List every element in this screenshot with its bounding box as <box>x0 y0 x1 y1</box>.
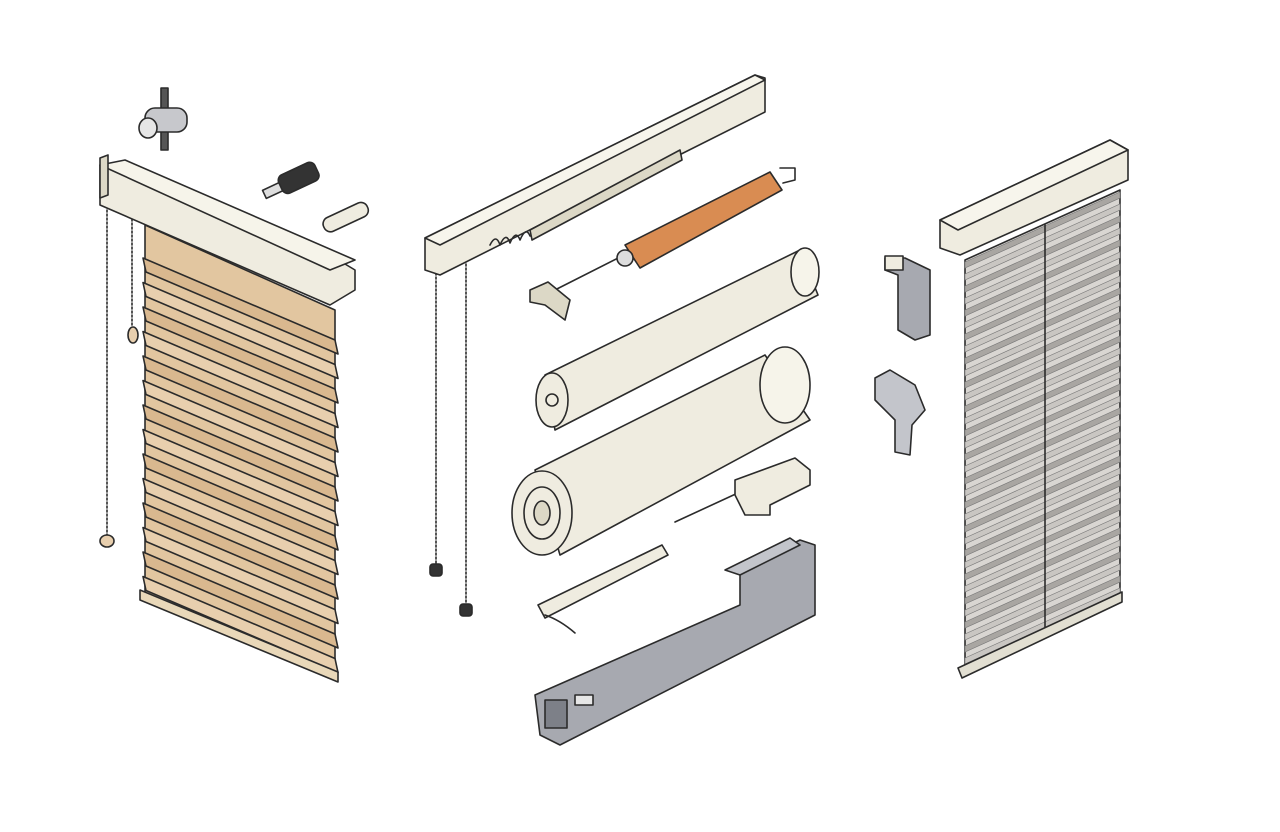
pleat <box>964 407 1121 485</box>
gray-bracket <box>534 539 816 746</box>
connector <box>261 161 320 200</box>
chain-weight <box>429 563 443 577</box>
pleat <box>964 503 1121 581</box>
pleat <box>964 263 1121 341</box>
pleat <box>964 467 1121 545</box>
pleat <box>964 479 1121 557</box>
slat <box>142 404 339 502</box>
pleat <box>964 311 1121 389</box>
pleat <box>964 383 1121 461</box>
slat <box>142 281 339 380</box>
end-cap <box>99 154 109 199</box>
pleat <box>964 443 1121 521</box>
slat <box>142 502 339 600</box>
slat <box>142 526 339 625</box>
pleat <box>964 491 1121 569</box>
chain-weight <box>459 603 473 617</box>
pleat <box>964 227 1121 305</box>
bracket-top <box>724 537 801 576</box>
pin <box>674 491 741 523</box>
hardware-pieces <box>138 87 370 233</box>
pleat <box>964 419 1121 497</box>
pleat-panel <box>964 189 1121 671</box>
slat <box>142 477 339 576</box>
pleat <box>964 395 1121 473</box>
pleat <box>964 215 1121 293</box>
pleat <box>964 347 1121 425</box>
slat <box>142 379 339 478</box>
pleat <box>964 371 1121 449</box>
headrail-top <box>939 139 1129 231</box>
pleat <box>964 563 1121 641</box>
rod <box>544 251 631 296</box>
pleat <box>964 527 1121 605</box>
pleat <box>964 299 1121 377</box>
bottom-bar <box>537 544 669 619</box>
gear <box>616 249 634 267</box>
bracket-end <box>544 699 568 729</box>
idle-end <box>734 457 811 516</box>
roll-end <box>759 346 811 424</box>
cord-tassel <box>99 534 115 548</box>
roll-spiral <box>535 372 569 428</box>
pleat <box>964 239 1121 317</box>
headrail-top <box>99 159 356 271</box>
pleat <box>964 575 1121 653</box>
roll-core <box>533 500 551 526</box>
bracket-clip <box>529 281 571 321</box>
pleat <box>964 251 1121 329</box>
pleat <box>964 287 1121 365</box>
mounting-clip <box>874 369 926 456</box>
bottom-rail <box>139 589 339 683</box>
roll-core <box>545 393 559 407</box>
bracket-slot <box>574 694 594 706</box>
pleat <box>964 275 1121 353</box>
pleat <box>964 323 1121 401</box>
top-rail-face <box>424 74 766 246</box>
pleat <box>964 191 1121 269</box>
roller-tube <box>624 171 783 269</box>
spring <box>489 231 531 246</box>
tilt-cap <box>138 117 158 139</box>
end-plug <box>322 201 370 233</box>
bar-string <box>544 614 576 634</box>
pleat <box>964 455 1121 533</box>
pleat <box>964 515 1121 593</box>
bottom-rail <box>957 591 1123 679</box>
venetian-blind <box>99 154 356 683</box>
pleats <box>964 191 1121 665</box>
mounting-clip <box>884 257 931 341</box>
slat <box>142 453 339 551</box>
pleat <box>964 431 1121 509</box>
slat <box>142 330 339 429</box>
roller-shade-parts <box>424 74 820 746</box>
slat <box>142 428 339 527</box>
pleat <box>964 551 1121 629</box>
slat <box>142 551 339 649</box>
slat <box>142 355 339 453</box>
tilt-tassel <box>127 326 139 344</box>
slat <box>142 306 339 404</box>
slat <box>142 257 339 355</box>
pleated-shade <box>939 139 1129 679</box>
pleat <box>964 203 1121 281</box>
roll-end <box>790 247 820 297</box>
slats <box>142 257 339 674</box>
rail-channel <box>529 149 683 241</box>
tube-clip <box>779 167 796 184</box>
pleat <box>964 359 1121 437</box>
pleat <box>964 335 1121 413</box>
pleat <box>964 539 1121 617</box>
mounting-clips <box>874 255 931 456</box>
